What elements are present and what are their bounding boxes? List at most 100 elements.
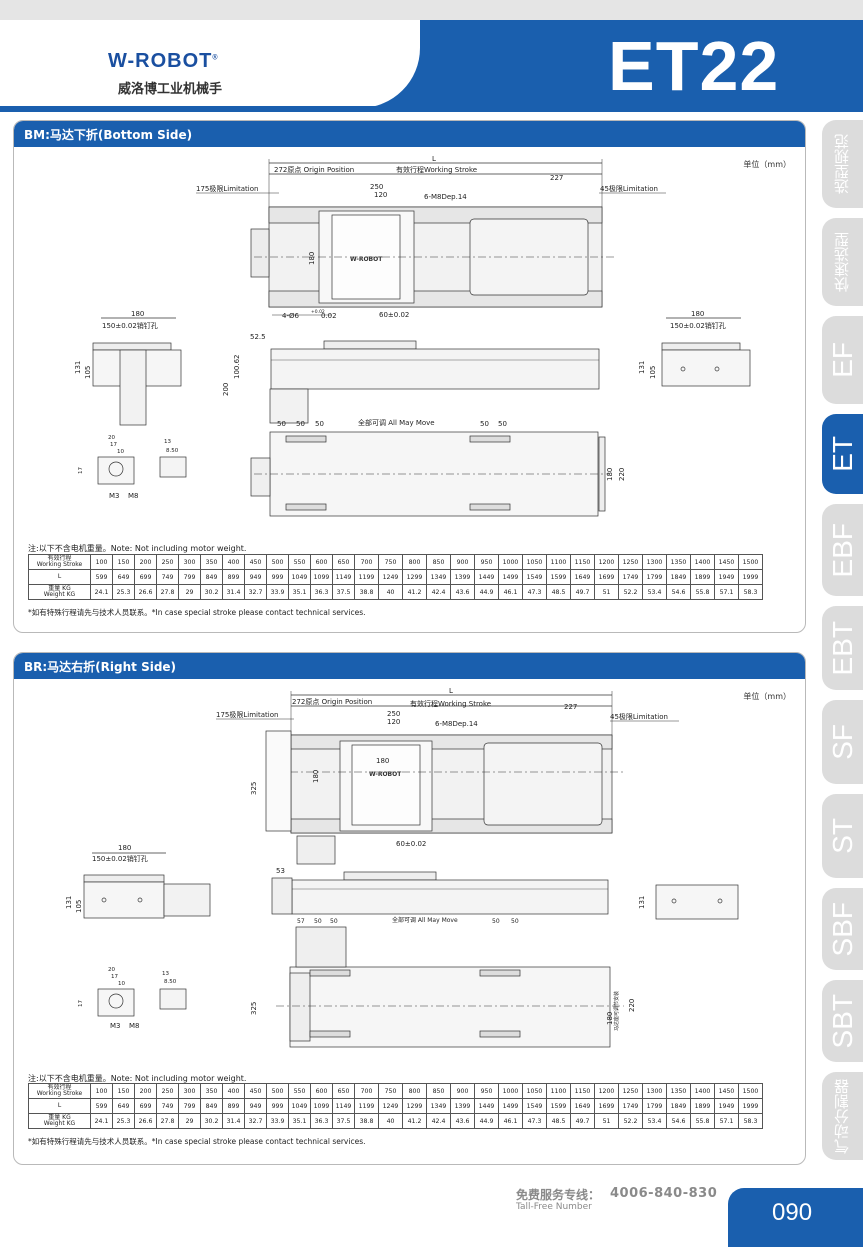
- dim-250: 250: [370, 183, 383, 191]
- table-cell: 49.7: [570, 1113, 595, 1129]
- footnote: *如有特殊行程请先与技术人员联系。*In case special stroke…: [28, 1137, 366, 1146]
- dim-200: 200: [222, 383, 230, 396]
- table-cell: 1099: [310, 1098, 333, 1114]
- table-cell: 950: [474, 554, 499, 570]
- table-cell: 999: [266, 1098, 289, 1114]
- dim-250: 250: [387, 710, 400, 718]
- table-cell: 300: [178, 554, 201, 570]
- table-cell: 900: [450, 554, 475, 570]
- dim-180-right: 180: [691, 310, 704, 318]
- table-cell: 29: [178, 584, 201, 600]
- label-m8: M8: [128, 492, 139, 500]
- table-cell: 1649: [570, 569, 595, 585]
- table-cell: 52.2: [618, 1113, 643, 1129]
- table-cell: 30.2: [200, 1113, 223, 1129]
- table-cell: 1149: [332, 1098, 355, 1114]
- side-tab-sbf[interactable]: SBF: [822, 888, 863, 970]
- table-cell: 1549: [522, 569, 547, 585]
- dim-stroke: 有效行程Working Stroke: [396, 165, 477, 174]
- side-tab-selection-spec[interactable]: 选型规范: [822, 120, 863, 208]
- dim-180: 180: [308, 252, 316, 265]
- side-tab-ebt[interactable]: EBT: [822, 606, 863, 690]
- table-cell: 47.3: [522, 584, 547, 600]
- table-cell: 600: [310, 554, 333, 570]
- side-tab-ebf[interactable]: EBF: [822, 504, 863, 596]
- table-cell: 100: [90, 554, 113, 570]
- table-cell: 1949: [714, 569, 739, 585]
- table-cell: 900: [450, 1083, 475, 1099]
- dim-20: 20: [108, 435, 115, 441]
- dim-origin: 272原点 Origin Position: [292, 698, 372, 706]
- table-cell: 1749: [618, 569, 643, 585]
- table-cell: 42.4: [426, 584, 451, 600]
- table-cell: 1299: [402, 569, 427, 585]
- table-cell: 24.1: [90, 1113, 113, 1129]
- table-cell: 1049: [288, 569, 311, 585]
- table-cell: 35.1: [288, 1113, 311, 1129]
- panel-title: BM:马达下折(Bottom Side): [24, 128, 193, 142]
- side-tab-et[interactable]: ET: [822, 414, 863, 494]
- hotline-label-en: Tall-Free Number: [516, 1202, 592, 1212]
- dim-8-50: 8.50: [164, 979, 177, 985]
- table-cell: 33.9: [266, 584, 289, 600]
- dim-180-bottom: 180: [606, 1012, 614, 1025]
- dim-stroke: 有效行程Working Stroke: [410, 699, 491, 708]
- header-top-strip: [0, 0, 863, 20]
- dim-13: 13: [162, 971, 169, 977]
- dim-60: 60±0.02: [379, 311, 409, 319]
- table-cell: 500: [266, 1083, 289, 1099]
- dim-131: 131: [74, 361, 82, 374]
- table-cell: 400: [222, 554, 245, 570]
- dim-002: 0.02: [321, 312, 337, 320]
- side-tab-sbt[interactable]: SBT: [822, 980, 863, 1062]
- dim-60: 60±0.02: [396, 840, 426, 848]
- side-tab-label: 快速选型: [834, 232, 851, 292]
- table-cell: 1499: [498, 569, 523, 585]
- table-cell: 1049: [288, 1098, 311, 1114]
- side-tab-st[interactable]: ST: [822, 794, 863, 878]
- table-cell: 43.6: [450, 1113, 475, 1129]
- side-tab-ef[interactable]: EF: [822, 316, 863, 404]
- table-cell: 27.8: [156, 1113, 179, 1129]
- dim-10: 10: [117, 449, 124, 455]
- dim-tol: +0.02: [311, 309, 325, 315]
- table-cell: 200: [134, 1083, 157, 1099]
- side-tab-label: 气动分割器: [834, 1078, 851, 1154]
- table-cell: 850: [426, 1083, 451, 1099]
- table-cell: 24.1: [90, 584, 113, 600]
- dim-180-side: 180: [312, 770, 320, 783]
- table-cell: 1349: [426, 569, 451, 585]
- table-cell: 41.2: [402, 584, 427, 600]
- dim-pin: 150±0.02销钉孔: [92, 854, 148, 863]
- carriage-logo: W-ROBOT: [369, 771, 402, 778]
- table-cell: 1400: [690, 554, 715, 570]
- side-tab-pneumatic-divider[interactable]: 气动分割器: [822, 1072, 863, 1160]
- side-tab-quick-select[interactable]: 快速选型: [822, 218, 863, 306]
- br-side-view: 53: [271, 867, 609, 915]
- dim-origin: 272原点 Origin Position: [274, 166, 354, 174]
- table-cell: 650: [332, 554, 355, 570]
- table-cell: 26.6: [134, 584, 157, 600]
- table-cell: 649: [112, 569, 135, 585]
- panel-header: BR:马达右折(Right Side): [14, 653, 805, 679]
- table-cell: 1400: [690, 1083, 715, 1099]
- table-cell: 700: [354, 554, 379, 570]
- table-cell: 400: [222, 1083, 245, 1099]
- table-cell: 1000: [498, 1083, 523, 1099]
- table-cell: 1599: [546, 569, 571, 585]
- side-tab-label: SBT: [826, 993, 858, 1049]
- table-cell: 25.3: [112, 1113, 135, 1129]
- dim-120: 120: [387, 718, 400, 726]
- table-cell: 1599: [546, 1098, 571, 1114]
- side-tab-label: EF: [826, 342, 858, 378]
- bm-bottom-view: 50 50 50 全部可调 All May Move 50 50 180 220: [250, 418, 626, 517]
- table-cell: 899: [222, 1098, 245, 1114]
- dim-50a: 50: [314, 918, 322, 925]
- side-tab-sf[interactable]: SF: [822, 700, 863, 784]
- table-cell: 1949: [714, 1098, 739, 1114]
- table-cell: 300: [178, 1083, 201, 1099]
